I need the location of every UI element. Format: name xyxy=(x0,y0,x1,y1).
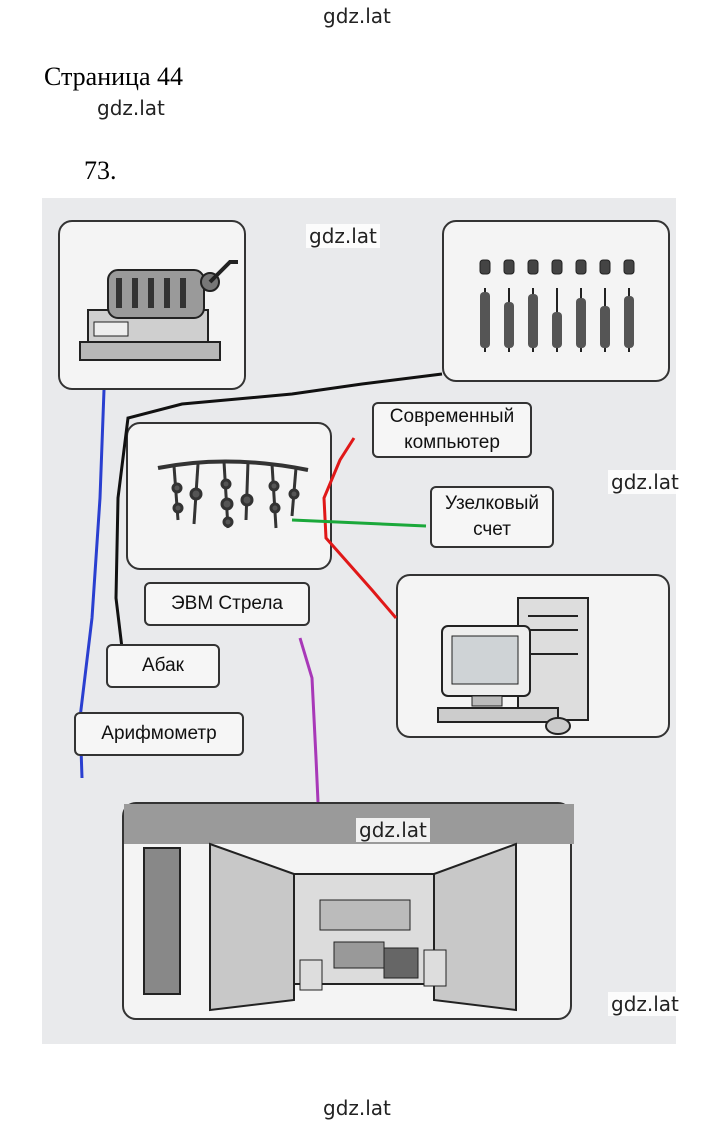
label-arithmometer: Арифмометр xyxy=(74,712,244,756)
watermark-right-bottom: gdz.lat xyxy=(608,992,682,1016)
line-black-abacus xyxy=(114,372,443,649)
line-green-knot-count xyxy=(291,518,427,528)
watermark-lower-picture: gdz.lat xyxy=(356,818,430,842)
label-evm-strela: ЭВМ Стрела xyxy=(144,582,310,626)
label-abacus: Абак xyxy=(106,644,220,688)
knot-count-picture xyxy=(126,422,332,570)
watermark-upper-picture: gdz.lat xyxy=(306,224,380,248)
modern-computer-picture xyxy=(396,574,670,738)
evm-strela-icon xyxy=(124,804,574,1012)
arithmometer-icon xyxy=(79,260,238,361)
watermark-bottom: gdz.lat xyxy=(320,1096,394,1120)
abacus-picture xyxy=(442,220,670,382)
evm-strela-picture xyxy=(122,802,574,1020)
line-red-modern-computer xyxy=(322,437,398,619)
knot-count-icon xyxy=(157,459,309,529)
page-title: Страница 44 xyxy=(44,62,184,91)
line-purple-evm xyxy=(298,637,320,803)
label-modern-computer: Современный компьютер xyxy=(372,402,532,458)
matching-lines xyxy=(78,372,443,803)
label-knot-count: Узелковый счет xyxy=(430,486,554,548)
task-number: 73. xyxy=(84,156,117,185)
modern-computer-icon xyxy=(437,597,589,735)
watermark-under-title: gdz.lat xyxy=(94,96,168,120)
worksheet-image: Современный компьютер Узелковый счет ЭВМ… xyxy=(42,198,676,1044)
watermark-right-middle: gdz.lat xyxy=(608,470,682,494)
arithmometer-picture xyxy=(58,220,246,390)
abacus-icon xyxy=(479,259,635,352)
watermark-top: gdz.lat xyxy=(320,4,394,28)
